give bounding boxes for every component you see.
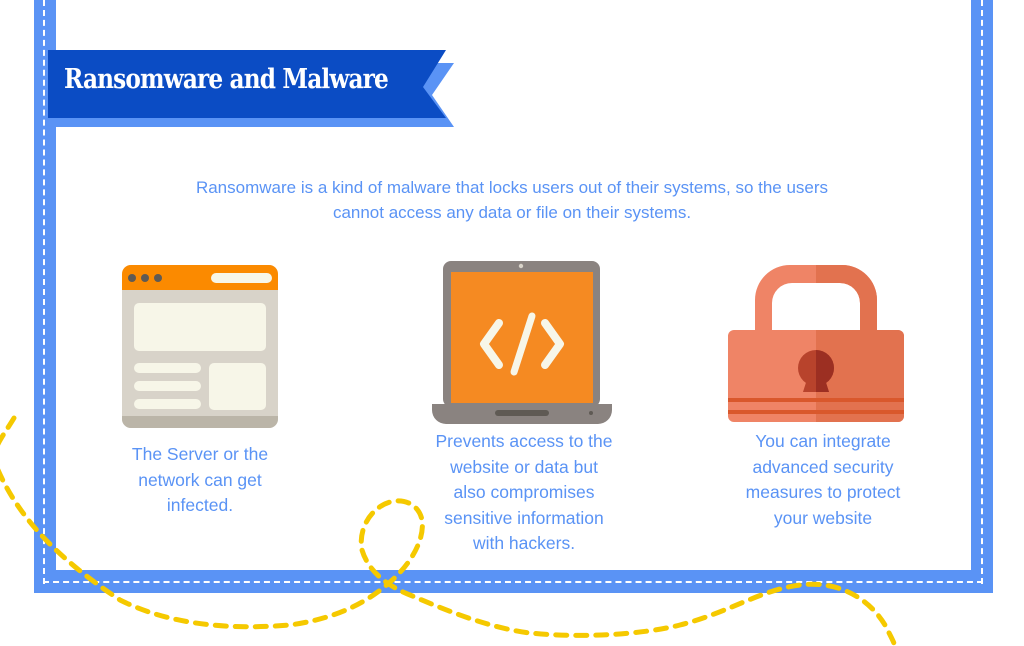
laptop-code-icon (432, 261, 612, 424)
title-banner-ribbon (48, 50, 454, 127)
card-2-line: Prevents access to the (435, 431, 613, 451)
card-2-line: with hackers. (472, 533, 576, 553)
frame-right-stitch (981, 0, 983, 584)
card-3-line: advanced security (752, 456, 894, 477)
card-3-line: measures to protect (745, 482, 901, 502)
card-2-line: sensitive information (444, 507, 604, 528)
browser-window-icon (122, 265, 278, 428)
card-1-line: infected. (166, 495, 234, 515)
card-1-line: network can get (138, 469, 262, 490)
card-2-line: also compromises (453, 482, 595, 502)
intro-line-1: Ransomware is a kind of malware that loc… (195, 178, 829, 197)
frame-left-stitch (43, 0, 45, 584)
frame-bottom-stitch (43, 581, 983, 583)
card-server-infection-text: The Server or the network can get infect… (96, 442, 304, 519)
card-1-line: The Server or the (131, 444, 269, 464)
card-prevent-access-text: Prevents access to the website or data b… (406, 429, 642, 557)
intro-paragraph: Ransomware is a kind of malware that loc… (100, 175, 924, 225)
intro-line-2: cannot access any data or file on their … (332, 203, 692, 222)
card-3-line: You can integrate (755, 431, 891, 451)
card-2-line: website or data but (450, 456, 598, 477)
padlock-icon (728, 265, 904, 422)
card-3-line: your website (773, 507, 873, 528)
card-security-measures-text: You can integrate advanced security meas… (710, 429, 936, 531)
page-title: Ransomware and Malware (64, 64, 389, 95)
